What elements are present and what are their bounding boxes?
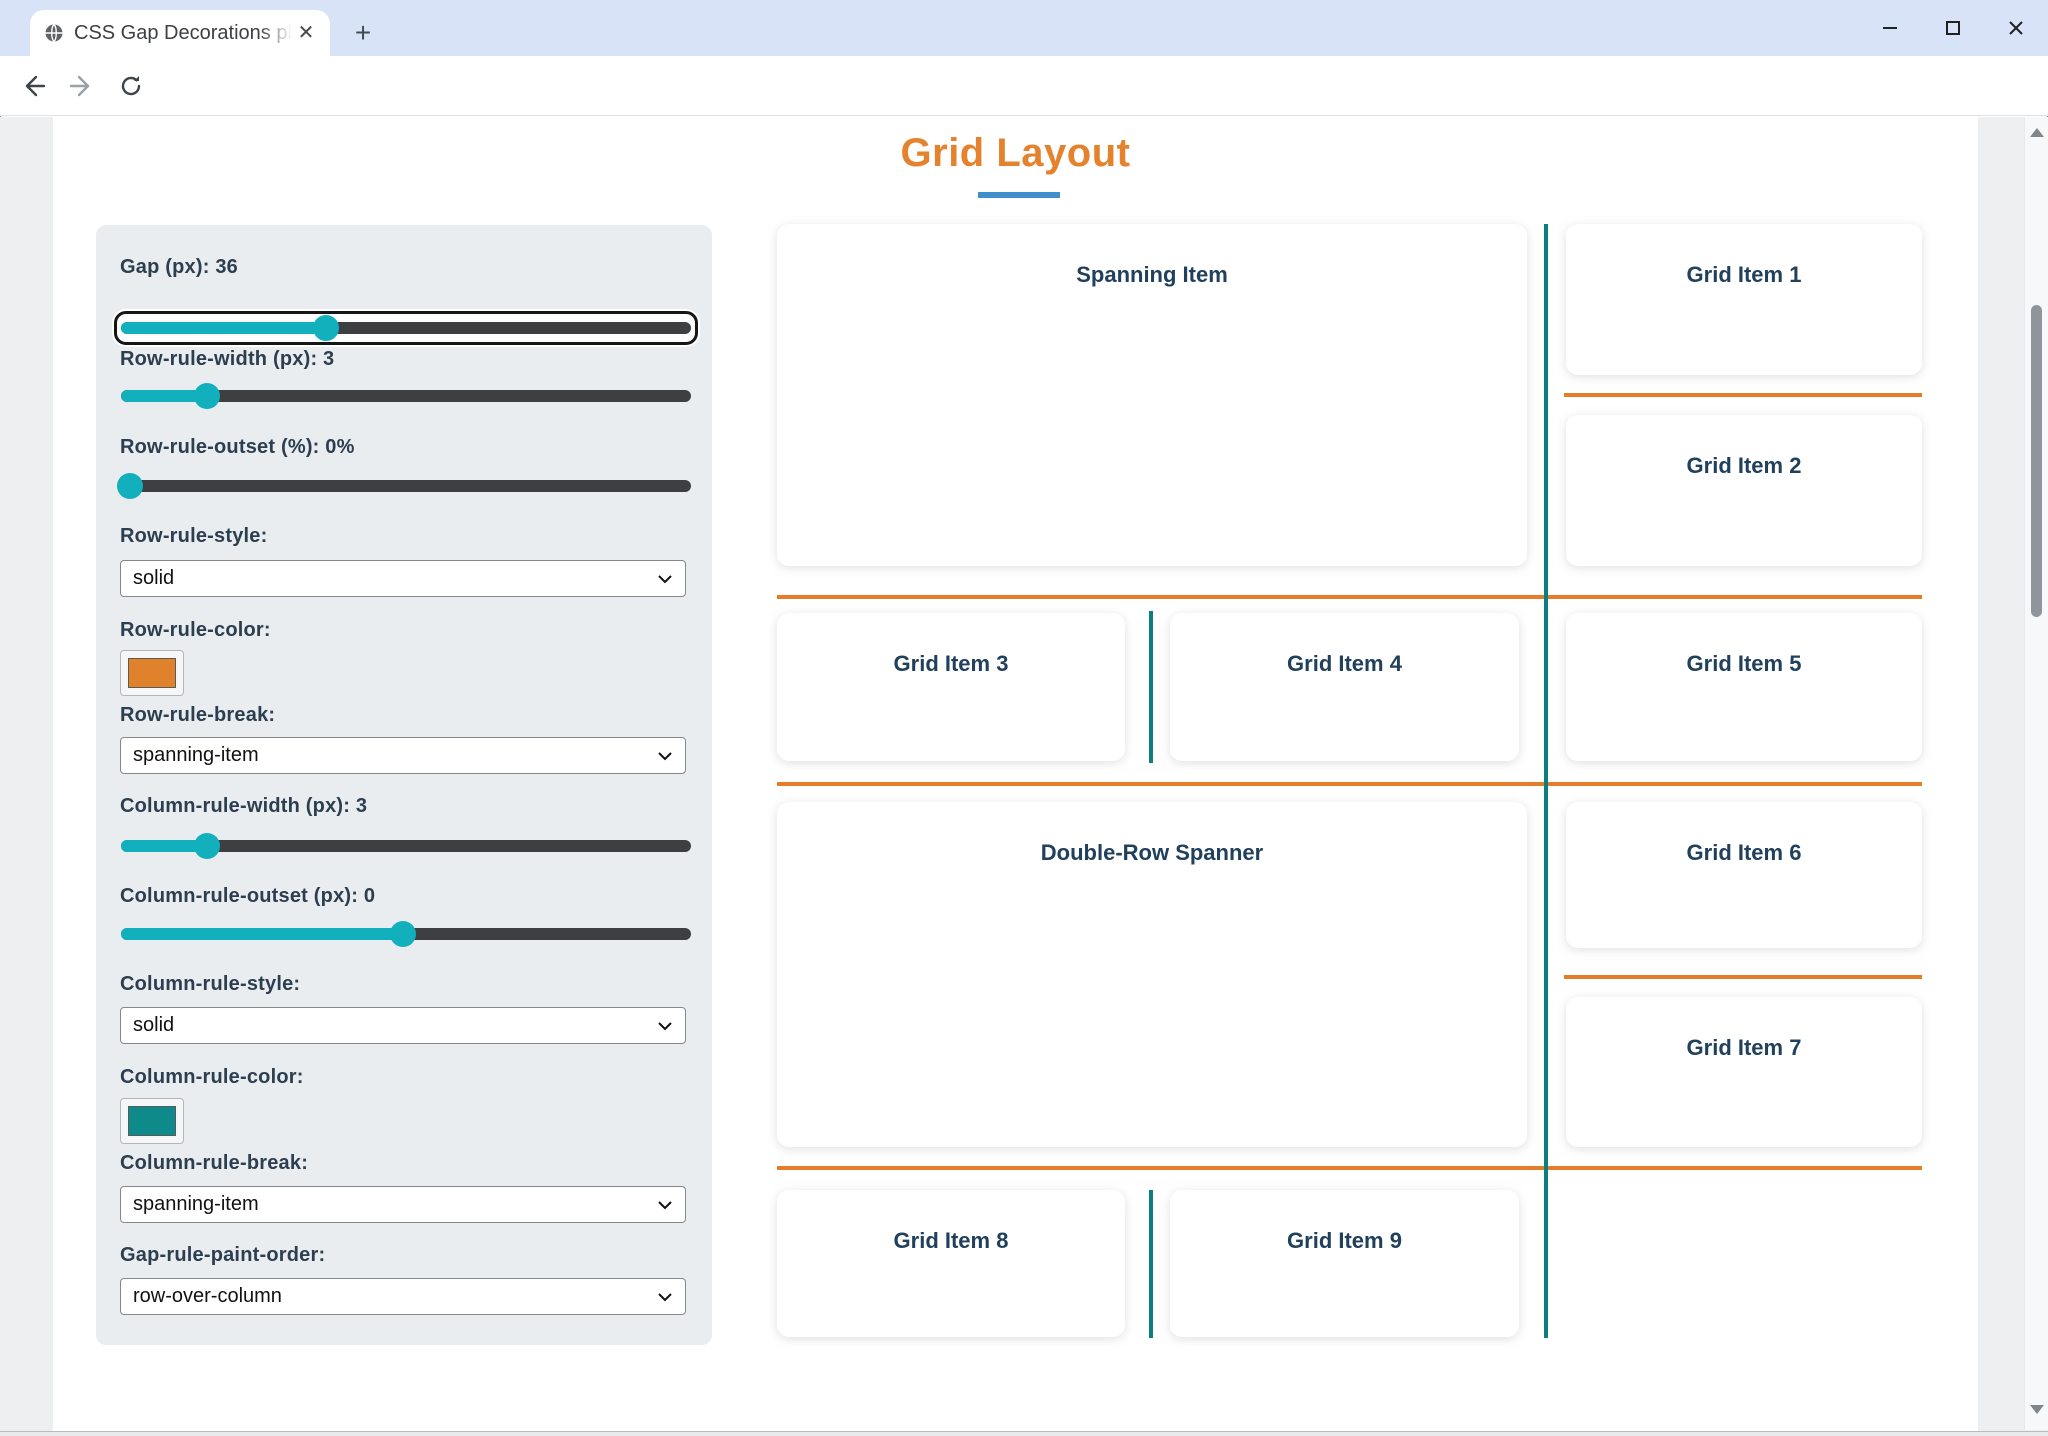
vertical-scrollbar[interactable] — [2024, 117, 2048, 1430]
row-rule-width-label: Row-rule-width (px): 3 — [120, 348, 335, 370]
grid-card-8: Grid Item 8 — [777, 1190, 1125, 1337]
row-rule-outset-label: Row-rule-outset (%): 0% — [120, 436, 355, 458]
tab-css-gap-decorations[interactable]: CSS Gap Decorations playgroun ✕ — [30, 10, 330, 56]
page-title: Grid Layout — [900, 131, 1131, 175]
row-rule-break-select[interactable]: spanning-item — [120, 737, 686, 774]
grid-card-4: Grid Item 4 — [1170, 613, 1519, 761]
row-rule-5 — [777, 1166, 1922, 1170]
grid-card-2: Grid Item 2 — [1566, 415, 1922, 566]
title-underline — [978, 192, 1060, 198]
scrollbar-thumb[interactable] — [2031, 305, 2042, 617]
row-rule-style-label: Row-rule-style: — [120, 525, 268, 547]
controls-panel: Gap (px): 36 Row-rule-width (px): 3 Row-… — [96, 225, 712, 1345]
gap-slider-thumb[interactable] — [313, 315, 340, 341]
browser-toolbar: microsoftedge.github.io/Demos/css-gap-de… — [0, 56, 2048, 164]
grid-card-1: Grid Item 1 — [1566, 224, 1922, 375]
column-rule-color-swatch — [128, 1106, 176, 1136]
column-rule-outset-label: Column-rule-outset (px): 0 — [120, 885, 376, 907]
row-rule-style-select[interactable]: solid — [120, 560, 686, 597]
row-rule-2 — [777, 595, 1922, 599]
gap-label: Gap (px): 36 — [120, 256, 238, 278]
column-rule-color-label: Column-rule-color: — [120, 1066, 304, 1088]
column-rule-width-thumb[interactable] — [193, 833, 220, 859]
column-rule-style-select[interactable]: solid — [120, 1007, 686, 1044]
column-rule-outset-slider[interactable] — [121, 921, 691, 947]
reload-icon[interactable] — [109, 64, 153, 108]
row-rule-4 — [1564, 975, 1922, 979]
row-rule-1 — [1564, 393, 1922, 397]
gap-slider-track[interactable] — [121, 315, 691, 341]
gap-rule-paint-order-label: Gap-rule-paint-order: — [120, 1244, 326, 1266]
window-maximize-button[interactable] — [1930, 0, 1976, 56]
new-tab-button[interactable]: + — [354, 17, 372, 48]
scrollbar-down-arrow-icon[interactable] — [2025, 1396, 2048, 1422]
chevron-down-icon — [658, 574, 672, 583]
gap-rule-paint-order-value: row-over-column — [133, 1285, 282, 1307]
chevron-down-icon — [658, 1200, 672, 1209]
row-rule-break-value: spanning-item — [133, 744, 259, 766]
gap-slider-fill — [121, 322, 327, 334]
tab-close-icon[interactable]: ✕ — [297, 22, 315, 44]
grid-card-3: Grid Item 3 — [777, 613, 1125, 761]
row-rule-outset-slider[interactable] — [116, 473, 691, 499]
column-rule-long — [1544, 224, 1548, 1338]
row-rule-outset-thumb[interactable] — [116, 473, 143, 499]
row-rule-width-thumb[interactable] — [193, 383, 220, 409]
grid-card-9: Grid Item 9 — [1170, 1190, 1519, 1337]
window-bottom-edge — [0, 1431, 2048, 1436]
forward-icon[interactable] — [60, 64, 104, 108]
column-rule-outset-thumb[interactable] — [390, 921, 417, 947]
row-rule-color-swatch — [128, 658, 176, 688]
column-rule-break-select[interactable]: spanning-item — [120, 1186, 686, 1223]
column-rule-width-fill — [121, 840, 207, 852]
column-rule-style-value: solid — [133, 1014, 175, 1036]
row-rule-style-value: solid — [133, 567, 175, 589]
row-rule-width-fill — [121, 390, 207, 402]
column-rule-outset-fill — [121, 928, 404, 940]
column-rule-style-label: Column-rule-style: — [120, 973, 301, 995]
column-rule-color-input[interactable] — [120, 1098, 184, 1144]
column-rule-break-value: spanning-item — [133, 1193, 259, 1215]
globe-favicon-icon — [44, 23, 64, 43]
grid-card-double-row-spanner: Double-Row Spanner — [777, 802, 1527, 1147]
grid-card-6: Grid Item 6 — [1566, 802, 1922, 948]
scrollbar-up-arrow-icon[interactable] — [2025, 119, 2048, 145]
row-rule-width-slider[interactable] — [121, 383, 691, 409]
chevron-down-icon — [658, 1021, 672, 1030]
row-rule-color-input[interactable] — [120, 650, 184, 696]
column-rule-width-label: Column-rule-width (px): 3 — [120, 795, 368, 817]
chevron-down-icon — [658, 751, 672, 760]
gap-slider[interactable] — [114, 311, 698, 345]
gap-rule-paint-order-select[interactable]: row-over-column — [120, 1278, 686, 1315]
chevron-down-icon — [658, 1292, 672, 1301]
column-rule-short-row2 — [1149, 611, 1153, 763]
tab-strip: CSS Gap Decorations playgroun ✕ + — [0, 0, 2048, 56]
row-rule-break-label: Row-rule-break: — [120, 704, 276, 726]
row-rule-3 — [777, 782, 1922, 786]
window-close-button[interactable] — [1993, 0, 2039, 56]
column-rule-short-row4 — [1149, 1190, 1153, 1338]
back-icon[interactable] — [11, 64, 55, 108]
grid-card-spanning-item: Spanning Item — [777, 224, 1527, 566]
row-rule-color-label: Row-rule-color: — [120, 619, 271, 641]
column-rule-width-slider[interactable] — [121, 833, 691, 859]
window-minimize-button[interactable] — [1867, 0, 1913, 56]
column-rule-break-label: Column-rule-break: — [120, 1152, 309, 1174]
grid-card-5: Grid Item 5 — [1566, 613, 1922, 761]
tab-title: CSS Gap Decorations playgroun — [74, 21, 292, 44]
grid-card-7: Grid Item 7 — [1566, 997, 1922, 1147]
